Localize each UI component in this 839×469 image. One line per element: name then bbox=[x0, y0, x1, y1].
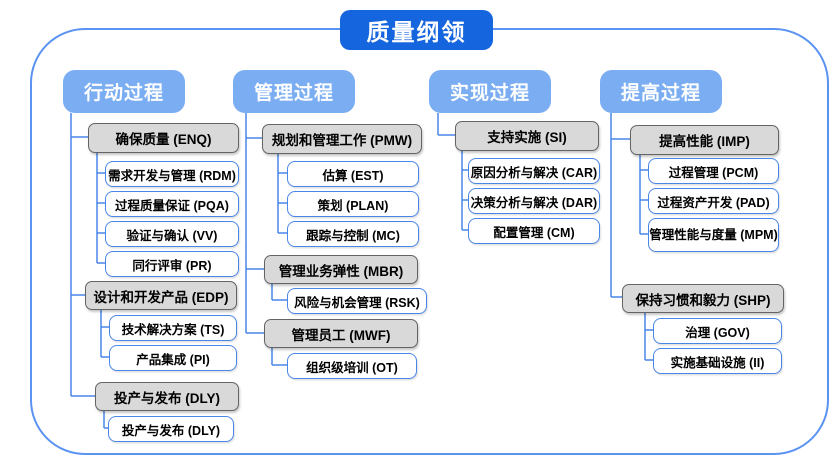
group-box-enq: 确保质量 (ENQ) bbox=[88, 123, 239, 153]
leaf-box-dly-sub: 投产与发布 (DLY) bbox=[108, 416, 234, 442]
group-box-dly: 投产与发布 (DLY) bbox=[95, 382, 239, 411]
leaf-box-mpm: 管理性能与度量 (MPM) bbox=[648, 218, 779, 252]
leaf-box-gov: 治理 (GOV) bbox=[653, 318, 782, 344]
leaf-box-pqa: 过程质量保证 (PQA) bbox=[105, 191, 239, 217]
column-header-implementation-process: 实现过程 bbox=[429, 70, 551, 113]
group-box-si: 支持实施 (SI) bbox=[455, 121, 599, 151]
leaf-box-pad: 过程资产开发 (PAD) bbox=[648, 188, 779, 214]
leaf-box-pi: 产品集成 (PI) bbox=[109, 345, 237, 371]
leaf-box-dar: 决策分析与解决 (DAR) bbox=[468, 188, 600, 214]
leaf-box-ot: 组织级培训 (OT) bbox=[287, 353, 417, 379]
leaf-box-ii: 实施基础设施 (II) bbox=[653, 348, 782, 374]
leaf-box-cm: 配置管理 (CM) bbox=[468, 218, 600, 244]
leaf-box-vv: 验证与确认 (VV) bbox=[105, 221, 239, 247]
leaf-box-est: 估算 (EST) bbox=[287, 161, 419, 187]
leaf-box-rsk: 风险与机会管理 (RSK) bbox=[287, 288, 427, 314]
column-header-management-process: 管理过程 bbox=[233, 70, 355, 113]
leaf-box-plan: 策划 (PLAN) bbox=[287, 191, 419, 217]
group-box-mwf: 管理员工 (MWF) bbox=[264, 319, 418, 348]
leaf-box-ts: 技术解决方案 (TS) bbox=[109, 315, 237, 341]
leaf-box-pcm: 过程管理 (PCM) bbox=[648, 158, 779, 184]
leaf-box-mc: 跟踪与控制 (MC) bbox=[287, 221, 419, 247]
group-box-edp: 设计和开发产品 (EDP) bbox=[85, 281, 237, 310]
column-header-improvement-process: 提高过程 bbox=[600, 70, 722, 113]
group-box-imp: 提高性能 (IMP) bbox=[630, 125, 779, 155]
diagram-title: 质量纲领 bbox=[340, 10, 493, 50]
column-header-action-process: 行动过程 bbox=[63, 70, 185, 113]
leaf-box-rdm: 需求开发与管理 (RDM) bbox=[105, 161, 239, 187]
group-box-shp: 保持习惯和毅力 (SHP) bbox=[622, 284, 784, 313]
group-box-mbr: 管理业务弹性 (MBR) bbox=[264, 255, 418, 284]
leaf-box-pr: 同行评审 (PR) bbox=[105, 251, 239, 277]
leaf-box-car: 原因分析与解决 (CAR) bbox=[468, 158, 600, 184]
group-box-pmw: 规划和管理工作 (PMW) bbox=[262, 124, 422, 154]
